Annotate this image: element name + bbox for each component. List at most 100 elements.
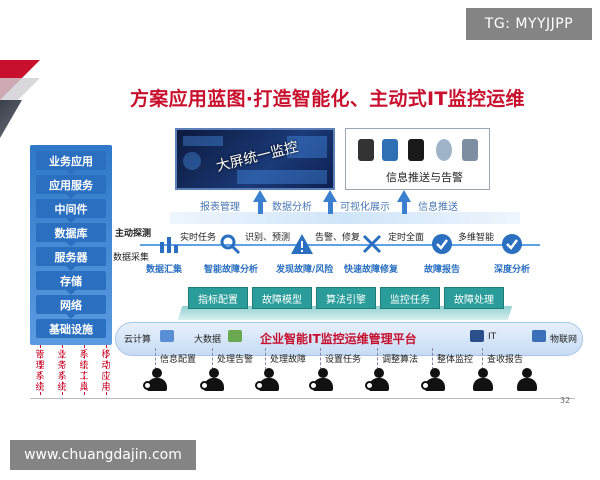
it-icon [470,330,484,342]
platform-title: 企业智能IT监控运维管理平台 [260,332,417,346]
slide-title: 方案应用蓝图·打造智能化、主动式IT监控运维 [130,88,525,110]
stack-item: 存储 [36,271,106,295]
top-label: 数据分析 [272,202,312,213]
footer-divider [30,398,575,399]
admin-persona-icon [255,368,280,392]
vertical-label: 管理系统 [35,350,45,393]
module-box: 算法引擎 [316,287,376,309]
up-arrow-stem [328,200,333,214]
platform-left-label: 云计算 [124,335,152,345]
user-persona-icon [516,368,538,392]
task-label: 处理告警 [217,355,254,365]
flow-node-label: 智能故障分析 [204,265,259,275]
task-label: 处理故障 [270,355,307,365]
wrench-icon [362,234,382,254]
stack-item: 业务应用 [36,151,106,175]
cloud-icon [160,330,174,342]
task-label: 调整算法 [382,355,419,365]
vertical-label: 系统工具 [79,350,89,393]
task-connector [377,348,378,370]
up-arrow-stem [402,200,407,214]
flow-edge-label: 实时任务 [180,233,217,243]
stack-item: 中间件 [36,199,106,223]
flow-edge-label: 定时全面 [388,233,425,243]
flow-line [140,244,540,246]
user-persona-icon [472,368,494,392]
divider [62,345,63,395]
platform-bar [115,322,583,356]
it-layer-stack: 业务应用 应用服务 中间件 数据库 服务器 存储 网络 基础设施 管理系统 业务… [30,145,112,400]
tablet-icon [408,139,424,161]
task-connector [265,348,266,370]
divider [84,345,85,395]
task-connector [320,348,321,370]
dashboard-monitor-image: 大屏统一监控 [175,128,335,190]
flow-left-label: 主动探测 [115,229,152,239]
iot-icon [532,330,546,342]
module-box: 故障处理 [444,287,504,309]
up-arrow-icon [397,190,411,202]
output-band [170,212,520,224]
site-watermark: www.chuangdajin.com [10,440,196,470]
page-number: 32 [560,396,571,405]
divider [106,345,107,395]
check-circle-icon [502,234,522,254]
up-arrow-stem [258,200,263,214]
task-connector [432,348,433,370]
magnifier-icon [220,234,241,255]
task-label: 设置任务 [325,355,362,365]
monitor-gauge [183,152,201,170]
check-circle-icon [432,234,452,254]
admin-persona-icon [200,368,225,392]
flow-node-label: 发现故障/风险 [276,265,334,275]
monitor-panel [237,170,327,184]
flow-node-label: 数据汇集 [146,265,183,275]
stack-item: 数据库 [36,223,106,247]
flow-node-label: 深度分析 [494,265,531,275]
alert-label: 信息推送与告警 [386,171,463,184]
monitor-panel [183,136,223,146]
flow-edge-label: 识别、预测 [245,233,291,243]
tg-watermark: TG: MYYJJPP [466,8,592,40]
flow-left-label: 数据采集 [113,253,150,263]
module-box: 监控任务 [380,287,440,309]
top-label: 可视化展示 [340,202,390,213]
task-label: 整体监控 [437,355,474,365]
task-label: 信息配置 [160,355,197,365]
vertical-label: 移动应用 [101,350,111,393]
task-connector [212,348,213,370]
bigdata-icon [228,330,242,342]
admin-persona-icon [143,368,168,392]
flow-node-label: 快速故障修复 [344,265,399,275]
vertical-label: 业务系统 [57,350,67,393]
task-label: 查收报告 [487,355,524,365]
admin-persona-icon [365,368,390,392]
email-icon [382,139,398,161]
divider [40,345,41,395]
phone-icon [358,139,374,161]
admin-persona-icon [421,368,446,392]
module-box: 故障模型 [252,287,312,309]
up-arrow-icon [253,190,267,202]
monitor-panel [287,136,327,158]
admin-persona-icon [309,368,334,392]
up-arrow-icon [323,190,337,202]
top-label: 报表管理 [200,202,240,213]
stack-item: 应用服务 [36,175,106,199]
stack-item: 服务器 [36,247,106,271]
alert-devices-panel: 信息推送与告警 [345,128,490,190]
corner-decoration-dark [0,100,22,138]
platform-right-label: 物联网 [550,335,578,345]
platform-right-label: IT [488,332,497,342]
computer-icon [462,139,478,161]
module-box: 指标配置 [188,287,248,309]
task-connector [482,348,483,370]
flow-edge-label: 告警、修复 [315,233,361,243]
flow-node-label: 故障报告 [424,265,461,275]
task-connector [155,348,156,370]
warning-icon [291,234,313,254]
stack-item: 网络 [36,295,106,319]
stack-item: 基础设施 [36,319,106,338]
top-label: 信息推送 [418,202,458,213]
